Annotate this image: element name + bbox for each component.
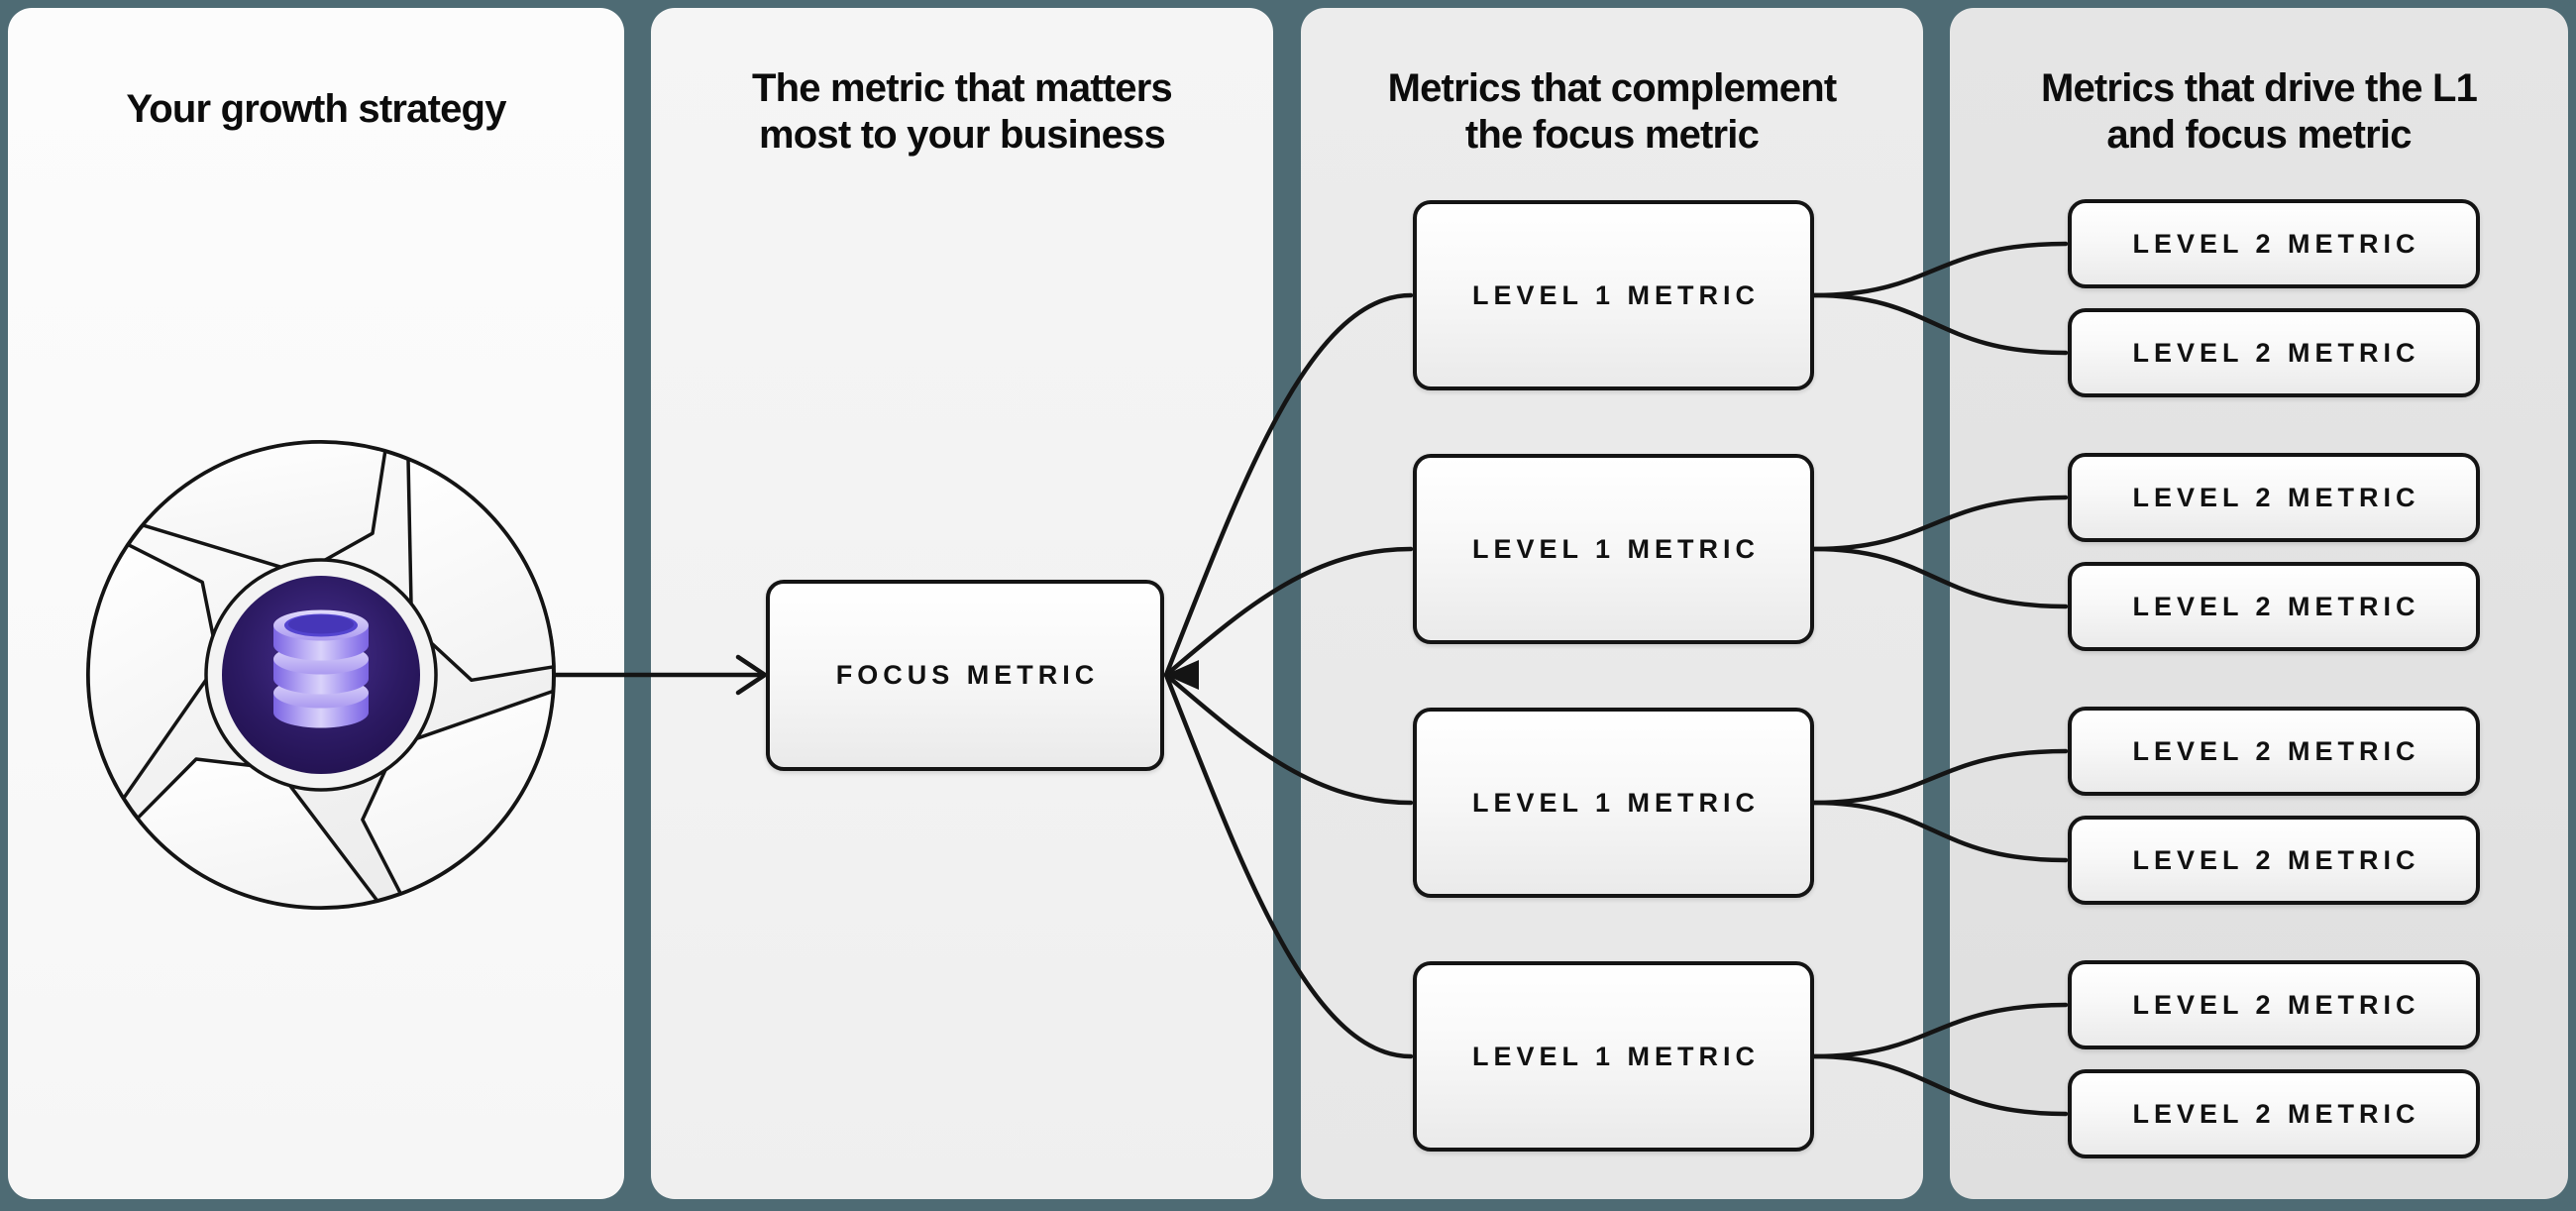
level2-metric-label: LEVEL 2 METRIC <box>2132 844 2420 875</box>
level1-metric-label: LEVEL 1 METRIC <box>1471 533 1761 564</box>
level2-metric-box-6: LEVEL 2 METRIC <box>2068 816 2480 905</box>
level2-metric-label: LEVEL 2 METRIC <box>2132 591 2420 621</box>
level2-metric-label: LEVEL 2 METRIC <box>2132 228 2420 259</box>
level2-metric-box-2: LEVEL 2 METRIC <box>2068 308 2480 397</box>
level2-metric-label: LEVEL 2 METRIC <box>2132 735 2420 766</box>
panel-title-line: most to your business <box>759 113 1166 157</box>
focus-metric-label: FOCUS METRIC <box>835 660 1100 690</box>
level2-metric-box-7: LEVEL 2 METRIC <box>2068 960 2480 1049</box>
level1-metric-box-1: LEVEL 1 METRIC <box>1413 200 1814 390</box>
flywheel-icon <box>86 440 556 910</box>
panel-title: The metric that matters most to your bus… <box>651 65 1273 159</box>
level1-metric-label: LEVEL 1 METRIC <box>1471 279 1761 310</box>
level1-metric-label: LEVEL 1 METRIC <box>1471 1041 1761 1071</box>
level2-metric-box-5: LEVEL 2 METRIC <box>2068 707 2480 796</box>
level1-metric-box-3: LEVEL 1 METRIC <box>1413 708 1814 898</box>
panel-title-line: Metrics that complement <box>1387 66 1838 110</box>
level2-metric-box-8: LEVEL 2 METRIC <box>2068 1069 2480 1158</box>
panel-title-line: and focus metric <box>2106 113 2412 157</box>
panel-title: Metrics that drive the L1 and focus metr… <box>1950 65 2568 159</box>
focus-metric-box: FOCUS METRIC <box>766 580 1164 771</box>
database-icon <box>273 609 369 728</box>
level1-metric-box-2: LEVEL 1 METRIC <box>1413 454 1814 644</box>
panel-title-line: Your growth strategy <box>126 87 506 131</box>
level2-metric-box-3: LEVEL 2 METRIC <box>2068 453 2480 542</box>
level2-metric-label: LEVEL 2 METRIC <box>2132 482 2420 512</box>
panel-title: Metrics that complement the focus metric <box>1301 65 1923 159</box>
level2-metric-box-4: LEVEL 2 METRIC <box>2068 562 2480 651</box>
panel-title: Your growth strategy <box>8 86 624 133</box>
level2-metric-box-1: LEVEL 2 METRIC <box>2068 199 2480 288</box>
level1-metric-label: LEVEL 1 METRIC <box>1471 787 1761 818</box>
panel-title-line: the focus metric <box>1464 113 1760 157</box>
level2-metric-label: LEVEL 2 METRIC <box>2132 337 2420 368</box>
level1-metric-box-4: LEVEL 1 METRIC <box>1413 961 1814 1152</box>
panel-title-line: The metric that matters <box>752 66 1173 110</box>
level2-metric-label: LEVEL 2 METRIC <box>2132 1098 2420 1129</box>
level2-metric-label: LEVEL 2 METRIC <box>2132 989 2420 1020</box>
panel-title-line: Metrics that drive the L1 <box>2040 66 2478 110</box>
